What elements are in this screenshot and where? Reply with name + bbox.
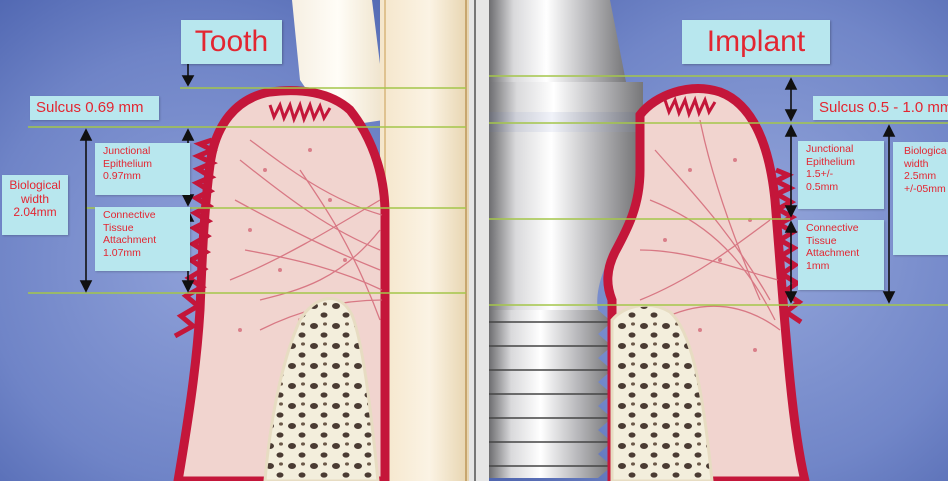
tooth-root bbox=[380, 0, 470, 481]
implant-connective-tissue-label: Connective Tissue Attachment 1mm bbox=[798, 220, 884, 290]
implant-junctional-epithelium-label: Junctional Epithelium 1.5+/- 0.5mm bbox=[798, 141, 884, 209]
implant-abutment bbox=[489, 0, 626, 82]
implant-biological-width-label: Biologica width 2.5mm +/-05mm bbox=[893, 142, 948, 255]
implant-title: Implant bbox=[682, 20, 830, 64]
tooth-sulcus-label: Sulcus 0.69 mm bbox=[30, 96, 159, 120]
tooth-title: Tooth bbox=[181, 20, 282, 64]
tooth-junctional-epithelium-label: Junctional Epithelium 0.97mm bbox=[95, 143, 190, 195]
tooth-biological-width-label: Biological width 2.04mm bbox=[2, 175, 68, 235]
tooth-connective-tissue-label: Connective Tissue Attachment 1.07mm bbox=[95, 207, 190, 271]
implant-sulcus-label: Sulcus 0.5 - 1.0 mm bbox=[813, 96, 948, 120]
implant-threads bbox=[489, 310, 612, 478]
